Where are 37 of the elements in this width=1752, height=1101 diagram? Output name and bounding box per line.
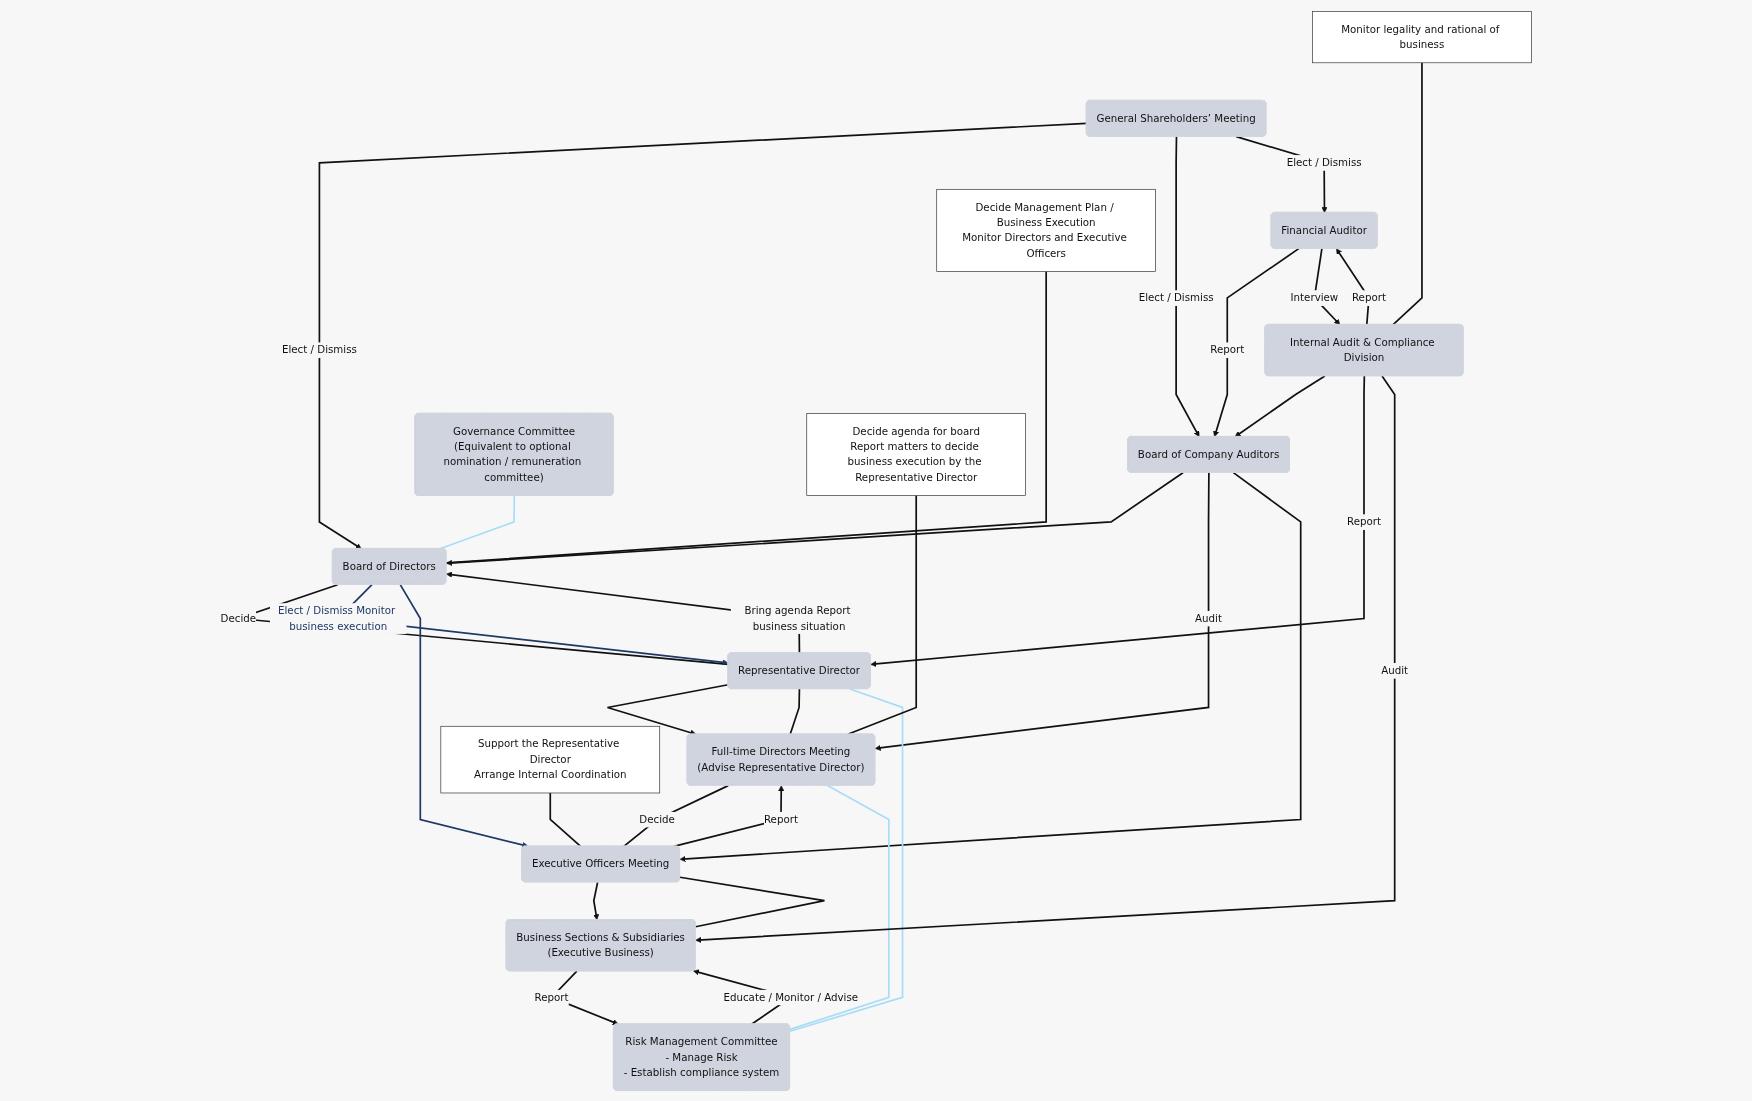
node-box: Monitor legality and rational of business bbox=[1312, 10, 1532, 63]
connector bbox=[549, 791, 582, 847]
connector bbox=[789, 687, 904, 1032]
edge-label: Elect / Dismiss bbox=[1286, 155, 1362, 169]
edge-label: Educate / Monitor / Advise bbox=[723, 990, 859, 1003]
connector bbox=[789, 784, 890, 1030]
edge-label: Interview bbox=[1290, 291, 1339, 304]
arrow bbox=[606, 683, 729, 736]
connector bbox=[622, 784, 730, 847]
edge-label: Report bbox=[1346, 515, 1381, 528]
arrow bbox=[1213, 247, 1300, 437]
edge-label: Decide bbox=[639, 812, 675, 825]
edge-label: Audit bbox=[1195, 611, 1222, 625]
edge-label: Elect / Dismiss bbox=[281, 343, 357, 356]
arrow bbox=[695, 374, 1396, 943]
edge-label: Elect / Dismiss Monitor business execution bbox=[277, 604, 396, 632]
arrow bbox=[870, 374, 1366, 667]
edge-label: Elect / Dismiss bbox=[1138, 291, 1214, 304]
edge-label: Decide bbox=[220, 611, 257, 625]
node-box: Support the Representative Director Arrange Internal Coordination bbox=[440, 725, 661, 793]
connector bbox=[679, 875, 826, 928]
edge-label: Audit bbox=[1381, 663, 1409, 677]
edge-label: Report bbox=[1351, 291, 1386, 304]
edge-label: Report bbox=[534, 990, 569, 1003]
arrow bbox=[592, 880, 600, 920]
arrow bbox=[1175, 135, 1200, 437]
arrow bbox=[679, 471, 1302, 862]
edge-label: Bring agenda Report business situation bbox=[744, 604, 851, 632]
arrow bbox=[318, 122, 1088, 549]
node-box: Decide Management Plan / Business Execution Monitor Directors and Executive Officers bbox=[936, 188, 1156, 272]
edge-label: Report bbox=[1210, 343, 1245, 356]
edge-label: Report bbox=[763, 812, 798, 825]
arrow bbox=[874, 471, 1210, 751]
connector bbox=[789, 687, 801, 735]
arrow bbox=[1234, 374, 1326, 437]
arrow bbox=[446, 471, 1184, 566]
node-box: Decide agenda for board Report matters to decide business execution by the Representative Director bbox=[806, 412, 1026, 496]
